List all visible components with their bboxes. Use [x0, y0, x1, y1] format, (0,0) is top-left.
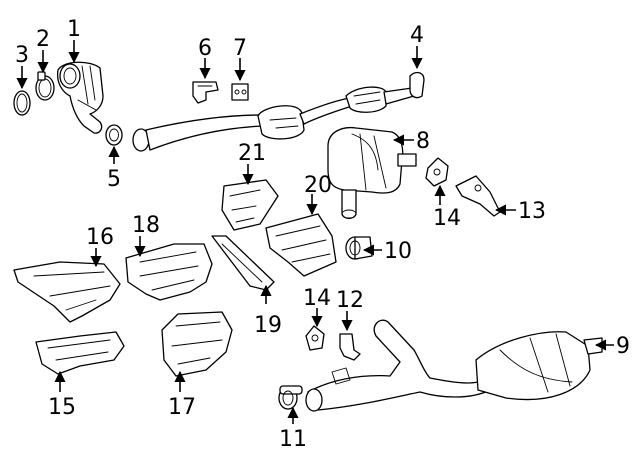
part-5-flange-gasket[interactable]: [105, 124, 123, 146]
callout-label-20: 20: [304, 173, 332, 198]
callout-label-16: 16: [86, 225, 114, 250]
part-11-clamp[interactable]: [278, 385, 303, 410]
part-17-heat-shield[interactable]: [161, 311, 233, 377]
callout-9[interactable]: 9: [594, 334, 630, 359]
callout-label-4: 4: [410, 23, 424, 48]
callout-12[interactable]: 12: [336, 288, 364, 332]
part-15-heat-shield[interactable]: [35, 331, 125, 375]
part-14-isolator-upper[interactable]: [425, 157, 449, 187]
rear-pipe-with-muffler-9[interactable]: [305, 319, 603, 412]
callout-label-13: 13: [518, 199, 546, 224]
callout-label-6: 6: [198, 36, 212, 61]
callout-5[interactable]: 5: [107, 145, 121, 192]
callout-label-15: 15: [48, 395, 76, 420]
part-12-hanger[interactable]: [339, 333, 361, 361]
part-14-isolator-lower[interactable]: [305, 325, 325, 351]
callout-7[interactable]: 7: [233, 36, 247, 82]
callout-label-11: 11: [279, 427, 307, 452]
callout-14-upper[interactable]: 14: [433, 184, 461, 231]
callout-label-7: 7: [233, 36, 247, 61]
callout-label-19: 19: [254, 313, 282, 338]
callout-13[interactable]: 13: [494, 199, 546, 224]
callout-10[interactable]: 10: [362, 239, 412, 264]
part-20-heat-shield[interactable]: [265, 213, 337, 277]
callout-label-3: 3: [15, 43, 29, 68]
part-19-heat-shield-strip[interactable]: [211, 235, 275, 291]
callout-16[interactable]: 16: [86, 225, 114, 268]
callout-11[interactable]: 11: [279, 406, 307, 452]
part-2-clamp[interactable]: [35, 71, 55, 101]
callout-label-5: 5: [107, 167, 121, 192]
callout-label-18: 18: [132, 213, 160, 238]
callout-label-8: 8: [416, 129, 430, 154]
callout-18[interactable]: 18: [132, 213, 160, 258]
callout-label-9: 9: [616, 334, 630, 359]
part-16-heat-shield[interactable]: [13, 261, 121, 323]
part-8-rear-muffler[interactable]: [327, 126, 417, 220]
part-13-mounting-bracket[interactable]: [455, 175, 501, 217]
callout-20[interactable]: 20: [304, 173, 332, 216]
callout-1[interactable]: 1: [67, 17, 81, 64]
callout-label-1: 1: [67, 17, 81, 42]
callout-8[interactable]: 8: [392, 129, 430, 154]
callout-17[interactable]: 17: [168, 370, 196, 420]
part-6-bracket[interactable]: [192, 81, 219, 104]
callout-label-10: 10: [384, 239, 412, 264]
callout-label-14-lower: 14: [303, 286, 331, 311]
callout-15[interactable]: 15: [48, 370, 76, 420]
part-1-catalytic-converter[interactable]: [56, 61, 104, 134]
part-7-hanger-bracket[interactable]: [231, 83, 249, 101]
callout-3[interactable]: 3: [15, 43, 29, 90]
part-21-heat-shield[interactable]: [221, 179, 279, 231]
callout-label-21: 21: [238, 141, 266, 166]
callout-2[interactable]: 2: [36, 27, 50, 74]
front-pipe-with-resonator[interactable]: [132, 71, 425, 152]
callout-label-14-upper: 14: [433, 206, 461, 231]
callout-19[interactable]: 19: [254, 284, 282, 338]
callout-label-12: 12: [336, 288, 364, 313]
callout-4[interactable]: 4: [410, 23, 424, 70]
part-18-heat-shield[interactable]: [125, 243, 213, 301]
part-10-clamp[interactable]: [345, 236, 373, 260]
callout-14-lower[interactable]: 14: [303, 286, 331, 328]
callout-label-17: 17: [168, 395, 196, 420]
callout-21[interactable]: 21: [238, 141, 266, 186]
callout-6[interactable]: 6: [198, 36, 212, 80]
callout-label-2: 2: [36, 27, 50, 52]
part-3-gasket-ring[interactable]: [13, 90, 31, 116]
